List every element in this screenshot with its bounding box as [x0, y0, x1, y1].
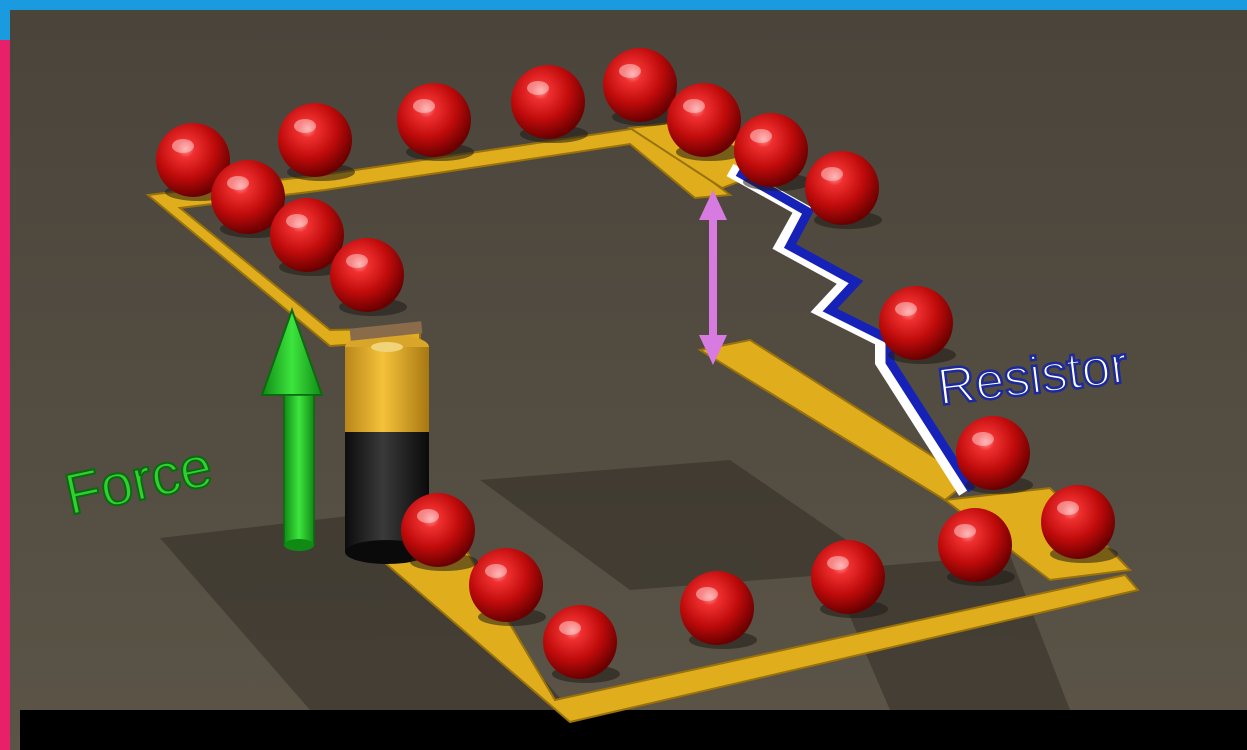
pink-double-arrow-icon	[699, 190, 727, 365]
circuit-diagram: Force Resistor	[10, 10, 1247, 750]
frame-left-top-border	[0, 0, 10, 40]
bottom-black-band	[20, 710, 1247, 750]
circuit-scene: Force Resistor	[10, 10, 1247, 750]
frame-left-border	[0, 40, 10, 750]
frame-top-border	[0, 0, 1247, 10]
battery-icon	[345, 321, 429, 564]
zigzag-resistor-shade	[735, 168, 976, 493]
zigzag-resistor-icon	[726, 163, 971, 496]
green-force-arrow-icon	[260, 306, 324, 551]
